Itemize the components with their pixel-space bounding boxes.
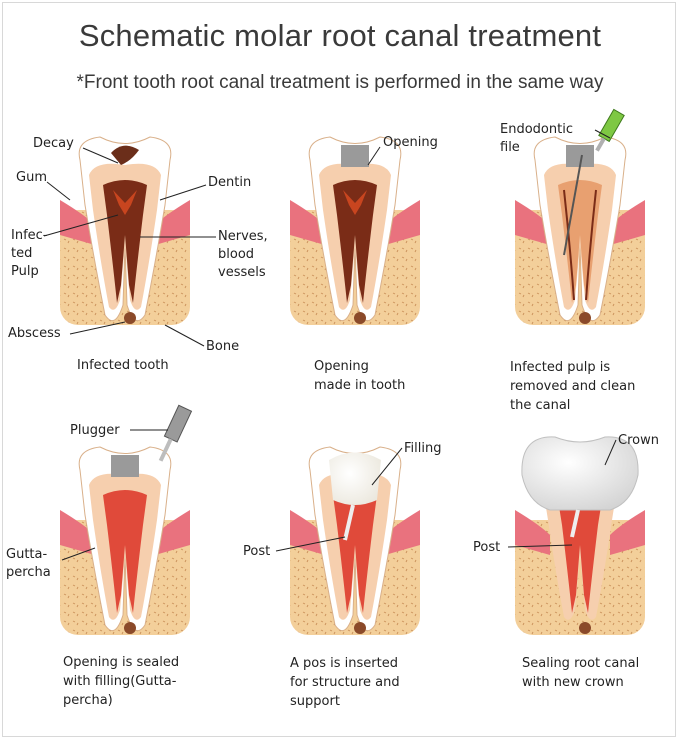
filling	[329, 452, 381, 505]
panel-post	[290, 446, 420, 635]
caption-sealed-2: with filling(Gutta-	[63, 674, 177, 689]
caption-opening-1: Opening	[314, 359, 369, 374]
label-gutta-percha-2: percha	[6, 565, 51, 580]
plugger	[158, 404, 193, 462]
label-post-crown: Post	[473, 540, 500, 555]
label-endodontic-file-1: Endodontic	[500, 122, 573, 137]
caption-sealed-1: Opening is sealed	[63, 655, 179, 670]
figure-subtitle: *Front tooth root canal treatment is per…	[76, 72, 604, 93]
label-crown: Crown	[618, 433, 659, 448]
gum-right	[155, 200, 190, 245]
caption-opening-2: made in tooth	[314, 378, 405, 393]
caption-clean-1: Infected pulp is	[510, 360, 610, 375]
label-gutta-percha-1: Gutta-	[6, 547, 47, 562]
figure-title: Schematic molar root canal treatment	[78, 18, 602, 53]
caption-clean-3: the canal	[510, 398, 570, 413]
label-nerves-3: vessels	[218, 265, 266, 280]
label-infected-pulp-2: ted	[11, 246, 32, 261]
abscess	[124, 312, 136, 324]
endodontic-file	[595, 108, 625, 152]
infected-pulp	[103, 180, 147, 303]
label-opening: Opening	[383, 135, 438, 150]
gutta-percha	[103, 490, 147, 613]
label-dentin: Dentin	[208, 175, 251, 190]
label-abscess: Abscess	[8, 326, 61, 341]
label-decay: Decay	[33, 136, 74, 151]
caption-post-1: A pos is inserted	[290, 656, 398, 671]
panel-crown	[515, 436, 645, 635]
opening	[341, 145, 369, 167]
caption-crown-2: with new crown	[522, 675, 624, 690]
post	[343, 504, 355, 541]
label-nerves-2: blood	[218, 247, 254, 262]
leader-lines	[43, 129, 617, 561]
caption-crown-1: Sealing root canal	[522, 656, 639, 671]
gum-left	[60, 200, 95, 245]
label-endodontic-file-2: file	[500, 140, 520, 155]
caption-clean-2: removed and clean	[510, 379, 635, 394]
panel-infected-tooth	[60, 136, 190, 325]
label-bone: Bone	[206, 339, 239, 354]
label-post: Post	[243, 544, 270, 559]
label-gum: Gum	[16, 170, 47, 185]
caption-infected-tooth: Infected tooth	[77, 358, 169, 373]
label-infected-pulp-1: Infec-	[11, 228, 48, 243]
decay	[111, 145, 139, 165]
label-nerves-1: Nerves,	[218, 229, 268, 244]
panel-clean-canal	[515, 108, 645, 325]
label-infected-pulp-3: Pulp	[11, 264, 39, 279]
panel-opening	[290, 136, 420, 325]
caption-post-3: support	[290, 694, 340, 709]
label-plugger: Plugger	[70, 423, 120, 438]
caption-post-2: for structure and	[290, 675, 400, 690]
caption-sealed-3: percha)	[63, 693, 113, 708]
label-filling: Filling	[404, 441, 441, 456]
panel-sealed	[60, 404, 193, 635]
